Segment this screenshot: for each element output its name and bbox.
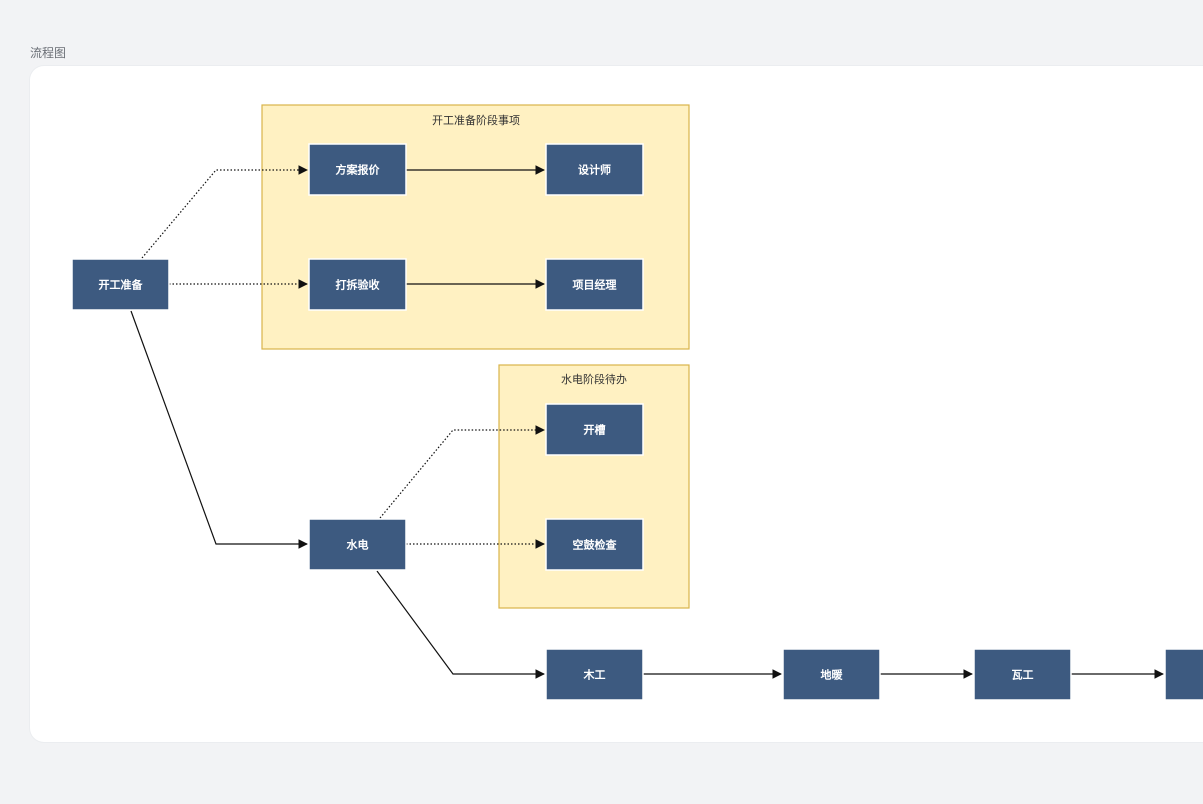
node-carpentry-label: 木工: [583, 668, 606, 682]
group-prep-title: 开工准备阶段事项: [432, 113, 520, 127]
node-next[interactable]: [1164, 648, 1203, 701]
edge-water-electric-to-carpentry: [376, 570, 545, 679]
node-floor-heating-label: 地暖: [821, 668, 844, 682]
node-pm[interactable]: 项目经理: [545, 258, 644, 311]
node-carpentry[interactable]: 木工: [545, 648, 644, 701]
node-tiling[interactable]: 瓦工: [973, 648, 1072, 701]
node-demolition[interactable]: 打拆验收: [308, 258, 407, 311]
node-designer[interactable]: 设计师: [545, 143, 644, 196]
edge-start-to-quote: [141, 165, 308, 259]
edge-start-to-water-electric: [130, 310, 308, 549]
node-grooving[interactable]: 开槽: [545, 403, 644, 456]
node-start[interactable]: 开工准备: [71, 258, 170, 311]
group-plumbing-stage: 水电阶段待办: [498, 364, 690, 609]
node-hollow-check-label: 空鼓检查: [573, 538, 617, 552]
page-title: 流程图: [30, 46, 67, 60]
node-quote[interactable]: 方案报价: [308, 143, 407, 196]
edge-water-electric-to-grooving: [379, 425, 545, 519]
node-quote-label: 方案报价: [336, 163, 381, 177]
node-tiling-label: 瓦工: [1012, 669, 1034, 682]
node-water-electric-label: 水电: [347, 538, 369, 552]
node-designer-label: 设计师: [578, 163, 611, 177]
group-prep-stage: 开工准备阶段事项: [261, 104, 690, 350]
node-water-electric[interactable]: 水电: [308, 518, 407, 571]
node-start-label: 开工准备: [99, 278, 144, 292]
node-demolition-label: 打拆验收: [336, 278, 380, 292]
node-pm-label: 项目经理: [573, 278, 617, 292]
node-hollow-check[interactable]: 空鼓检查: [545, 518, 644, 571]
node-floor-heating[interactable]: 地暖: [782, 648, 881, 701]
group-plumbing-title: 水电阶段待办: [561, 372, 627, 386]
edges: [130, 165, 1164, 679]
node-grooving-label: 开槽: [584, 423, 606, 437]
